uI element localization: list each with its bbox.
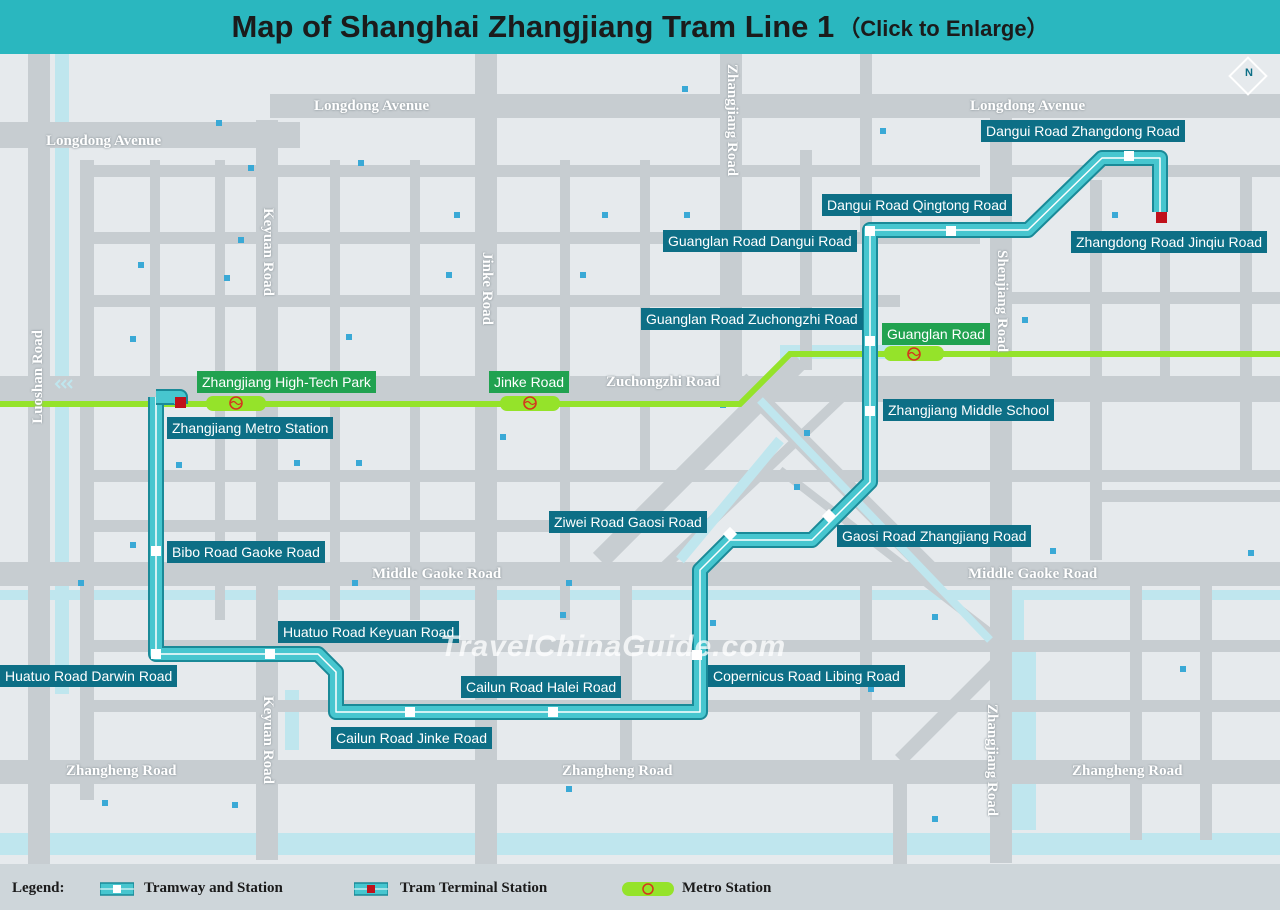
station-bibo-road-gaoke-road[interactable]: Bibo Road Gaoke Road bbox=[167, 541, 325, 563]
station-cailun-road-halei-road[interactable]: Cailun Road Halei Road bbox=[461, 676, 622, 698]
station-cailun-road-jinke-road[interactable]: Cailun Road Jinke Road bbox=[331, 727, 492, 749]
metro-legend-icon bbox=[622, 882, 674, 896]
road-label-longdong-avenue: Longdong Avenue bbox=[46, 133, 162, 149]
road-label-zhangjiang-road: Zhangjiang Road bbox=[724, 64, 740, 177]
metro-label-zhangjiang-high-tech-park[interactable]: Zhangjiang High-Tech Park bbox=[197, 371, 376, 393]
legend: Legend: Tramway and Station Tram Termina… bbox=[0, 864, 1280, 910]
station-gaosi-road-zhangjiang-road[interactable]: Gaosi Road Zhangjiang Road bbox=[837, 525, 1032, 547]
station-ziwei-road-gaosi-road[interactable]: Ziwei Road Gaosi Road bbox=[549, 511, 707, 533]
terminal-legend-icon bbox=[354, 882, 388, 896]
road-label-zhangheng-road: Zhangheng Road bbox=[66, 763, 177, 779]
metro-station-jinke-road[interactable] bbox=[500, 396, 560, 411]
road-label-luoshan-road: Luoshan Road bbox=[30, 330, 46, 424]
road-label-shenjiang-road: Shenjiang Road bbox=[994, 250, 1010, 353]
map-header: Map of Shanghai Zhangjiang Tram Line 1 （… bbox=[0, 0, 1280, 54]
road-label-longdong-avenue: Longdong Avenue bbox=[970, 98, 1086, 114]
station-guanglan-road-zuchongzhi-road[interactable]: Guanglan Road Zuchongzhi Road bbox=[641, 308, 863, 330]
tram-terminal-markers bbox=[175, 212, 1167, 408]
enlarge-link[interactable]: （Click to Enlarge） bbox=[838, 16, 1049, 41]
diagonal-canals bbox=[676, 397, 993, 643]
metro-chevrons bbox=[54, 379, 73, 389]
legend-tramway-label: Tramway and Station bbox=[144, 880, 283, 896]
metro-label-jinke-road[interactable]: Jinke Road bbox=[489, 371, 570, 393]
metro-station-guanglan-road[interactable] bbox=[884, 346, 944, 361]
station-copernicus-road-libing-road[interactable]: Copernicus Road Libing Road bbox=[708, 665, 905, 687]
station-huatuo-road-keyuan-road[interactable]: Huatuo Road Keyuan Road bbox=[278, 621, 460, 643]
station-guanglan-road-dangui-road[interactable]: Guanglan Road Dangui Road bbox=[663, 230, 857, 252]
road-label-middle-gaoke-road: Middle Gaoke Road bbox=[968, 566, 1098, 582]
metro-line-2 bbox=[0, 351, 1280, 407]
compass-north-label: N bbox=[1245, 67, 1253, 79]
station-dangui-road-qingtong-road[interactable]: Dangui Road Qingtong Road bbox=[822, 194, 1012, 216]
road-label-zhangheng-road: Zhangheng Road bbox=[562, 763, 673, 779]
road-label-zuchongzhi-road: Zuchongzhi Road bbox=[606, 374, 720, 390]
station-zhangjiang-metro-station[interactable]: Zhangjiang Metro Station bbox=[167, 417, 334, 439]
map-canvas[interactable] bbox=[0, 54, 1280, 864]
road-label-zhangheng-road: Zhangheng Road bbox=[1072, 763, 1183, 779]
legend-title: Legend: bbox=[12, 880, 65, 896]
road-label-keyuan-road: Keyuan Road bbox=[260, 208, 276, 296]
legend-metro-label: Metro Station bbox=[682, 880, 772, 896]
diagonal-roads bbox=[592, 352, 1005, 864]
legend-terminal-label: Tram Terminal Station bbox=[400, 880, 548, 896]
station-huatuo-road-darwin-road[interactable]: Huatuo Road Darwin Road bbox=[0, 665, 178, 687]
tramway-legend-icon bbox=[100, 882, 134, 896]
road-label-longdong-avenue: Longdong Avenue bbox=[314, 98, 430, 114]
watermark: TravelChinaGuide.com bbox=[440, 630, 787, 663]
road-label-keyuan-road: Keyuan Road bbox=[260, 696, 276, 784]
road-label-jinke-road: Jinke Road bbox=[479, 252, 495, 325]
station-zhangdong-road-jinqiu-road[interactable]: Zhangdong Road Jinqiu Road bbox=[1071, 231, 1268, 253]
road-label-middle-gaoke-road: Middle Gaoke Road bbox=[372, 566, 502, 582]
road-label-zhangjiang-road: Zhangjiang Road bbox=[984, 704, 1000, 817]
metro-station-zhangjiang-high-tech-park[interactable] bbox=[206, 396, 266, 411]
metro-label-guanglan-road[interactable]: Guanglan Road bbox=[882, 323, 991, 345]
tram-station-markers bbox=[151, 151, 1134, 717]
map-title: Map of Shanghai Zhangjiang Tram Line 1 bbox=[231, 9, 835, 44]
station-zhangjiang-middle-school[interactable]: Zhangjiang Middle School bbox=[883, 399, 1055, 421]
station-dangui-road-zhangdong-road[interactable]: Dangui Road Zhangdong Road bbox=[981, 120, 1185, 142]
